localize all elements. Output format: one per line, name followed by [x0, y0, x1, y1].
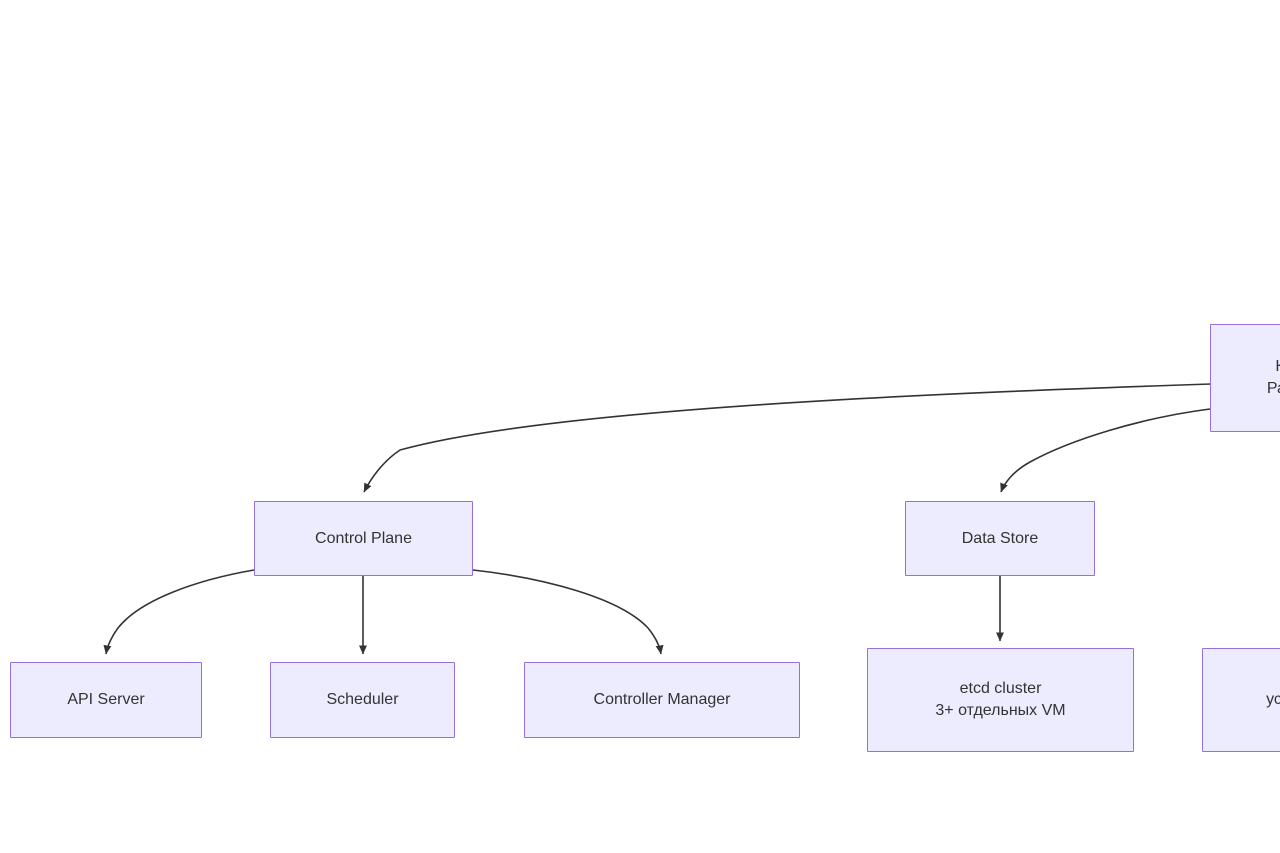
node-etcd-cluster-line-2: 3+ отдельных VM [935, 702, 1066, 719]
node-controller-manager-label: Controller Manager [593, 691, 731, 709]
edge-control-plane-to-controller-manager [472, 569, 664, 655]
node-control-plane-label: Control Plane [315, 529, 412, 547]
node-scheduler-label: Scheduler [326, 691, 399, 709]
node-install-node[interactable]: уста [1202, 648, 1280, 752]
node-cluster-root-line-1: К [1275, 358, 1280, 376]
node-cluster-root[interactable]: К Раз [1210, 324, 1280, 432]
node-cluster-root-line-2: Раз [1266, 380, 1280, 397]
edge-root-to-data-store [1000, 408, 1211, 493]
edge-root-to-control-plane [363, 383, 1211, 493]
node-scheduler[interactable]: Scheduler [270, 662, 455, 738]
node-api-server[interactable]: API Server [10, 662, 202, 738]
node-api-server-label: API Server [67, 691, 145, 709]
node-etcd-cluster[interactable]: etcd cluster 3+ отдельных VM [867, 648, 1134, 752]
node-etcd-cluster-line-1: etcd cluster [959, 680, 1042, 698]
node-data-store-label: Data Store [961, 529, 1039, 547]
node-controller-manager[interactable]: Controller Manager [524, 662, 800, 738]
node-control-plane[interactable]: Control Plane [254, 501, 473, 576]
edge-control-plane-to-api-server [103, 569, 255, 655]
node-data-store[interactable]: Data Store [905, 501, 1095, 576]
node-install-node-label: уста [1266, 691, 1280, 709]
